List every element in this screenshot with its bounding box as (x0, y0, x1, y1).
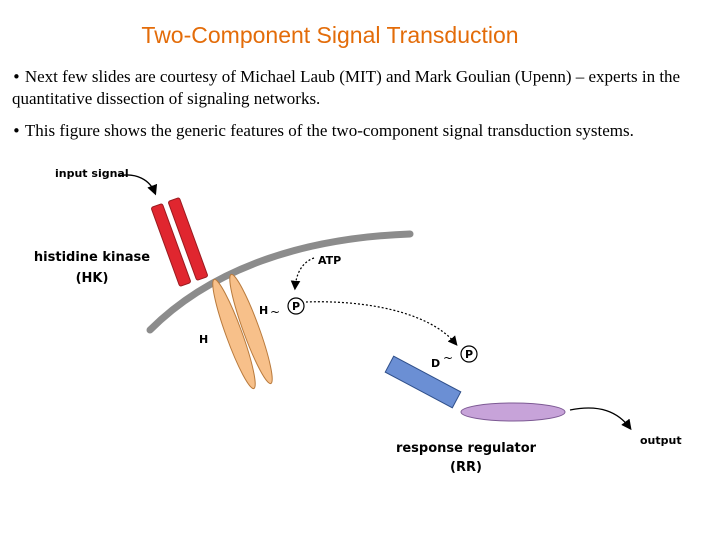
rr-abbrev-label: (RR) (450, 460, 482, 475)
bullet-dot-icon: • (12, 122, 21, 140)
bullet-2-text: This figure shows the generic features o… (24, 121, 634, 140)
svg-text:P: P (292, 300, 300, 313)
bullet-dot-icon: • (12, 68, 21, 86)
histidine-kinase-sensor (151, 197, 208, 287)
input-signal-arrow (117, 174, 158, 196)
bullet-1: •Next few slides are courtesy of Michael… (12, 66, 712, 109)
output-arrow (569, 407, 632, 431)
phosphate-hk-icon: P (287, 297, 305, 315)
slide-title: Two-Component Signal Transduction (141, 22, 519, 48)
histidine-kinase-body (212, 273, 273, 390)
histidine-lower-label: H (199, 333, 208, 346)
bullet-1-text: Next few slides are courtesy of Michael … (12, 67, 681, 108)
phosphate-rr-icon: P (460, 345, 478, 363)
phosphotransfer-arrow (305, 301, 458, 346)
hk-name-label: histidine kinase (34, 250, 150, 265)
histidine-upper-label: H (259, 304, 268, 317)
atp-label: ATP (318, 254, 341, 267)
cell-membrane (146, 230, 414, 334)
aspartate-label: D (431, 357, 440, 370)
atp-arrow (290, 257, 315, 291)
tilde-rr: ~ (443, 351, 453, 365)
tilde-hk: ~ (270, 305, 280, 319)
input-signal-label: input signal (55, 167, 129, 180)
rr-receiver-domain (384, 355, 462, 409)
output-label: output (640, 434, 682, 447)
bullet-2: •This figure shows the generic features … (12, 120, 712, 142)
rr-name-label: response regulator (396, 441, 537, 456)
rr-output-domain (460, 402, 566, 422)
hk-abbrev-label: (HK) (76, 271, 109, 286)
svg-text:P: P (465, 348, 473, 361)
